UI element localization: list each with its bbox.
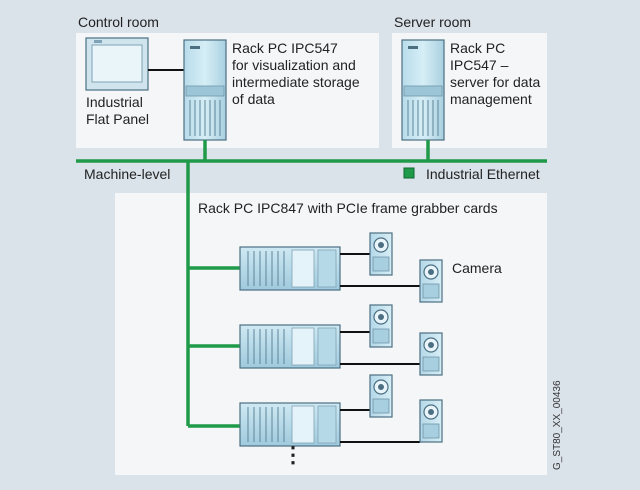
more-units-indicator: ⋮ [282,442,304,467]
camera-icon [369,304,393,348]
rack-pc-ipc847-icon [239,324,341,369]
control-pc-label-line1: Rack PC IPC547 [232,40,338,56]
camera-label: Camera [452,260,502,276]
control-room-title: Control room [78,14,159,30]
rack-pc-ipc847-icon [239,246,341,291]
server-pc-label-line4: management [450,91,532,107]
flat-panel-label-line2: Flat Panel [86,111,150,127]
flat-panel-label-line1: Industrial [86,94,143,110]
camera-icon [419,332,443,376]
rack-pc-ipc547-control-icon [183,39,227,141]
server-pc-label-line3: server for data [450,74,541,90]
control-pc-label-line3: intermediate storage [232,74,360,90]
ethernet-legend-icon [403,167,415,179]
flat-panel-icon [85,37,149,91]
figure-id: G_ST80_XX_00436 [552,380,563,470]
camera-icon [419,259,443,303]
machine-level-label: Machine-level [84,166,171,182]
control-pc-label-line2: for visualization and [232,57,356,73]
camera-icon [369,374,393,418]
camera-cables [340,253,420,443]
server-pc-label-line2: IPC547 – [450,57,509,73]
ethernet-bus [76,140,547,428]
server-pc-label-line1: Rack PC [450,40,506,56]
industrial-ethernet-label: Industrial Ethernet [426,166,540,182]
ipc847-title: Rack PC IPC847 with PCIe frame grabber c… [198,200,498,216]
rack-pc-ipc547-server-icon [401,39,445,141]
camera-icon [369,232,393,276]
rack-pc-ipc847-icon [239,402,341,447]
server-room-title: Server room [394,14,472,30]
control-pc-label-line4: of data [232,91,275,107]
camera-icon [419,399,443,443]
